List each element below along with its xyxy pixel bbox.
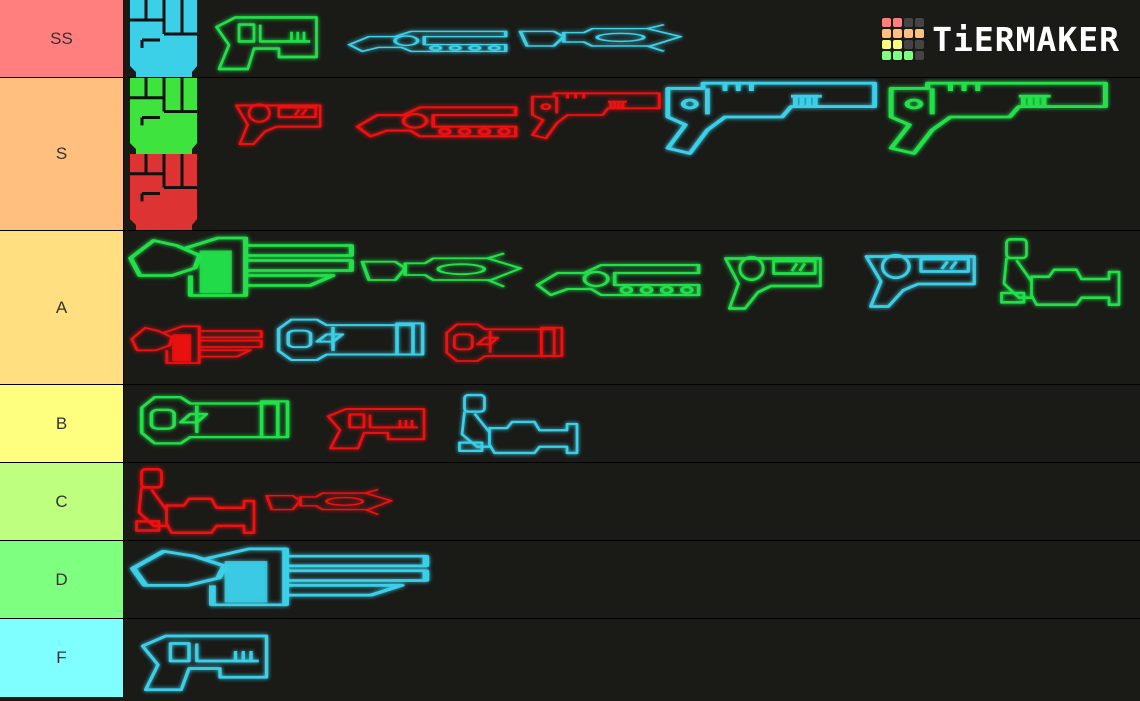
logo-grid-cell (915, 40, 925, 49)
tier-label[interactable]: SS (0, 0, 124, 77)
green-pistol-target-icon[interactable] (204, 3, 329, 75)
tier-row-s: S (0, 78, 1140, 230)
logo-grid-cell (893, 51, 903, 60)
red-crossbow-electric-icon[interactable] (264, 483, 394, 521)
row-divider (0, 618, 1140, 619)
tier-label[interactable]: A (0, 231, 124, 384)
blue-crossbow-icon[interactable] (517, 18, 684, 58)
tier-items-area[interactable] (124, 231, 1140, 384)
green-revolver-target-icon[interactable] (706, 236, 836, 311)
blue-pistol-icon[interactable] (127, 621, 282, 696)
red-fist-icon[interactable] (126, 154, 201, 230)
tier-items-area[interactable] (124, 385, 1140, 462)
logo-grid-cell (882, 18, 892, 27)
green-launcher-arm-icon[interactable] (999, 237, 1124, 307)
row-divider (0, 540, 1140, 541)
green-crossbow-disc-icon[interactable] (359, 245, 524, 295)
logo-grid-cell (882, 40, 892, 49)
tier-row-d: D (0, 541, 1140, 618)
logo-grid-cell (904, 18, 914, 27)
tier-label[interactable]: S (0, 78, 124, 230)
blue-launcher-arm-icon[interactable] (457, 393, 582, 455)
logo-grid-cell (904, 29, 914, 38)
blue-cannon-icon[interactable] (269, 316, 429, 371)
logo-grid-cell (915, 18, 925, 27)
logo-grid-cell (915, 29, 925, 38)
red-cannon-fire-icon[interactable] (439, 321, 567, 371)
green-shotgun-ammo-icon[interactable] (882, 78, 1110, 156)
green-minigun-darts-icon[interactable] (126, 233, 356, 308)
green-rifle-drill-icon[interactable] (534, 245, 702, 305)
tier-row-f: F (0, 619, 1140, 697)
row-divider (0, 77, 1140, 78)
tier-items-area[interactable] (124, 619, 1140, 697)
tier-items-area[interactable] (124, 541, 1140, 618)
tier-row-a: A (0, 231, 1140, 384)
logo-grid-icon (882, 18, 925, 60)
green-cannon-ball-icon[interactable] (132, 393, 294, 456)
blue-minigun-icon[interactable] (127, 544, 432, 617)
tier-label[interactable]: D (0, 541, 124, 618)
tier-items-area[interactable] (124, 78, 1140, 230)
logo-grid-cell (893, 40, 903, 49)
tier-row-b: B (0, 385, 1140, 462)
blue-fist-icon[interactable] (126, 0, 201, 77)
tier-label[interactable]: B (0, 385, 124, 462)
row-divider (0, 230, 1140, 231)
tier-items-area[interactable] (124, 463, 1140, 540)
tier-label[interactable]: F (0, 619, 124, 697)
green-fist-icon[interactable] (126, 78, 201, 154)
logo-grid-cell (882, 51, 892, 60)
tiermaker-logo: TiERMAKER (882, 18, 1120, 60)
red-pistol-bullet-icon[interactable] (316, 398, 436, 453)
tier-row-ss: SS (0, 0, 1140, 77)
tier-row-c: C (0, 463, 1140, 540)
logo-grid-cell (904, 51, 914, 60)
blue-rifle-scope-icon[interactable] (346, 18, 509, 58)
logo-grid-cell (904, 40, 914, 49)
logo-grid-cell (882, 29, 892, 38)
tier-label[interactable]: C (0, 463, 124, 540)
row-divider (0, 384, 1140, 385)
logo-grid-cell (915, 51, 925, 60)
blue-revolver-icon[interactable] (844, 234, 992, 309)
red-rifle-skull-icon[interactable] (354, 88, 519, 146)
red-launcher-chainsaw-icon[interactable] (134, 467, 259, 535)
red-shotgun-chainsaw-icon[interactable] (527, 90, 662, 140)
logo-text: TiERMAKER (932, 19, 1120, 59)
logo-grid-cell (893, 18, 903, 27)
logo-grid-cell (893, 29, 903, 38)
red-minigun-electric-icon[interactable] (129, 323, 264, 371)
tier-items-area[interactable] (124, 0, 1140, 77)
blue-shotgun-icon[interactable] (659, 78, 879, 156)
row-divider (0, 462, 1140, 463)
red-revolver-bullet-icon[interactable] (219, 88, 334, 146)
